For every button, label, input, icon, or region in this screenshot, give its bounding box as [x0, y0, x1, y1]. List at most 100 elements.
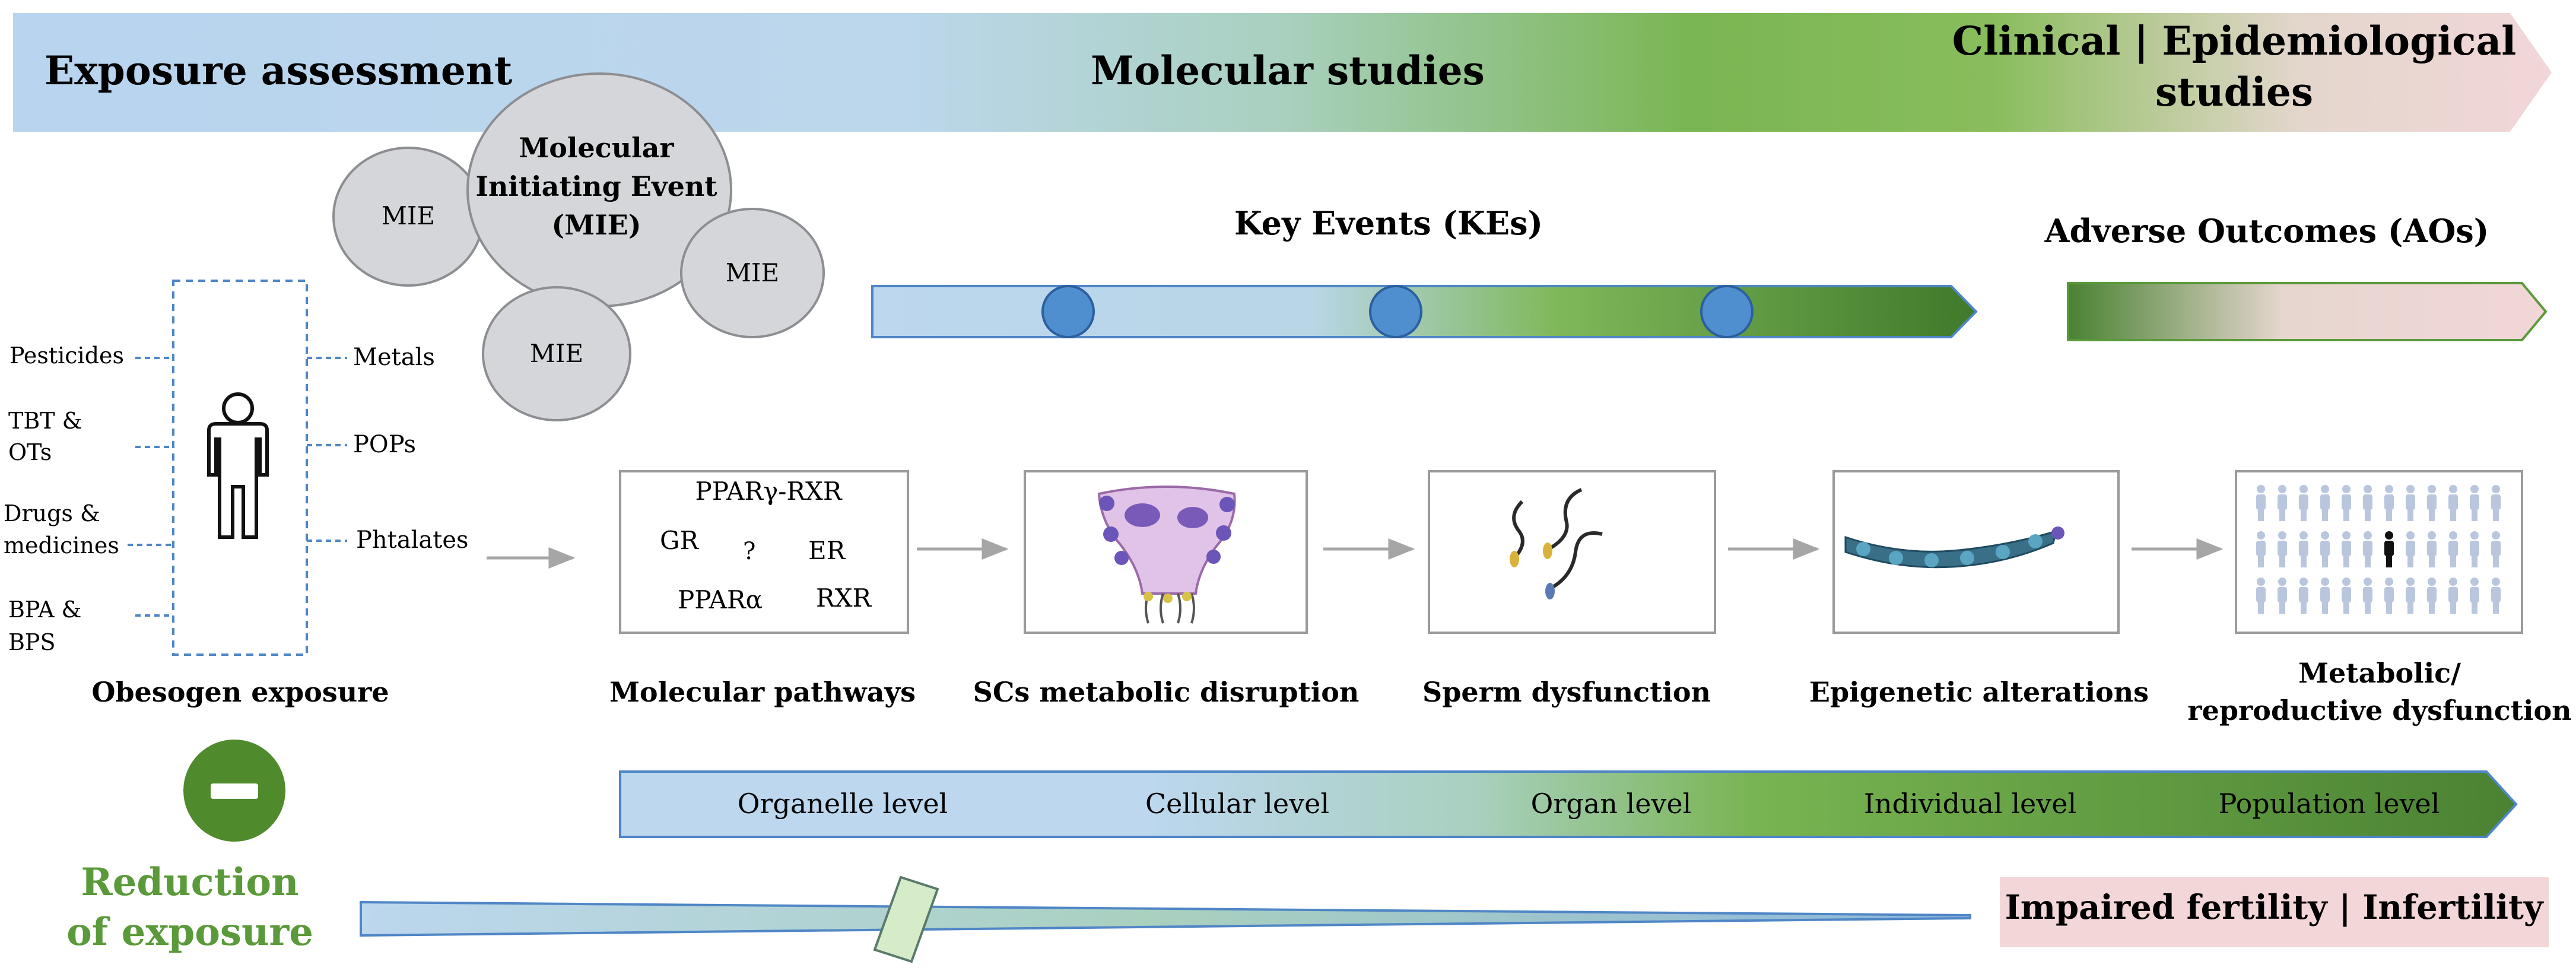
epigenetic-caption: Epigenetic alterations — [1809, 676, 2149, 708]
person-silhouette-icon — [2384, 578, 2394, 614]
person-silhouette-icon — [2342, 578, 2351, 614]
obesogen-bps: BPS — [8, 629, 56, 655]
person-silhouette-icon — [2427, 531, 2437, 567]
obesogen-ots: OTs — [8, 439, 52, 465]
person-silhouette-icon — [2470, 531, 2479, 567]
header-studies: studies — [2155, 69, 2313, 115]
wedge-break-marker — [873, 875, 939, 963]
person-silhouette-icon — [2320, 578, 2330, 614]
mie-small-circle-bottom — [482, 286, 631, 421]
person-silhouette-icon — [2448, 531, 2458, 567]
affected-person-icon — [2384, 531, 2394, 567]
person-silhouette-icon — [2406, 531, 2415, 567]
person-silhouette-icon — [2256, 485, 2266, 521]
chromatin-illustration — [1844, 526, 2064, 569]
obesogen-bpa: BPA & — [8, 597, 81, 623]
person-silhouette-icon — [2256, 531, 2266, 567]
person-silhouette-icon — [2363, 578, 2372, 614]
mie-small-circle-right — [680, 208, 825, 338]
outcome-text: Impaired fertility | Infertility — [2005, 888, 2544, 927]
person-silhouette-icon — [2406, 485, 2415, 521]
pathway-rxr: RXR — [816, 583, 872, 613]
obesogen-medicines: medicines — [4, 532, 119, 559]
obesogen-metals: Metals — [353, 344, 435, 371]
person-silhouette-icon — [2491, 578, 2501, 614]
sperm-illustration — [1512, 488, 1603, 589]
outcome-box — [2000, 877, 2549, 947]
minus-bar — [211, 783, 258, 799]
person-silhouette-icon — [2278, 485, 2287, 521]
obesogen-exposure-caption: Obesogen exposure — [91, 676, 389, 708]
molecular-pathways-caption: Molecular pathways — [609, 676, 916, 708]
obesogen-drugs: Drugs & — [4, 500, 100, 526]
person-silhouette-icon — [2342, 485, 2351, 521]
person-silhouette-icon — [2342, 531, 2351, 567]
sertoli-cell-illustration — [1097, 486, 1236, 624]
person-silhouette-icon — [2278, 531, 2287, 567]
obesogen-right-connectors — [307, 357, 347, 542]
person-silhouette-icon — [2320, 531, 2330, 567]
obesogen-pesticides: Pesticides — [9, 342, 124, 369]
adverse-outcomes-arrow — [2067, 282, 2548, 341]
reduction-wedge — [360, 900, 1971, 937]
header-molecular-studies: Molecular studies — [1091, 47, 1485, 94]
sertoli-caption: SCs metabolic disruption — [973, 676, 1360, 708]
pathway-gr: GR — [660, 526, 700, 555]
mie-main-line1: Molecular — [519, 132, 674, 164]
person-silhouette-icon — [2278, 578, 2287, 614]
metabolic-caption-line1: Metabolic/ — [2298, 657, 2461, 689]
obesogen-box — [172, 280, 308, 656]
pathway-ppargamma-rxr: PPARγ-RXR — [695, 477, 842, 506]
person-silhouette-icon — [2363, 485, 2372, 521]
level-organ: Organ level — [1531, 788, 1692, 820]
key-events-title: Key Events (KEs) — [1234, 204, 1543, 242]
person-silhouette-icon — [2299, 531, 2308, 567]
flow-arrows — [487, 538, 2224, 569]
person-silhouette-icon — [2427, 578, 2437, 614]
population-people-grid — [2256, 485, 2501, 614]
level-organelle: Organelle level — [738, 788, 948, 820]
person-silhouette-icon — [2406, 578, 2415, 614]
mie-label-left: MIE — [382, 201, 435, 230]
mie-main-line3: (MIE) — [551, 209, 641, 241]
person-silhouette-icon — [2491, 531, 2501, 567]
key-event-marker-1 — [1041, 285, 1095, 338]
pathway-pparalpha: PPARα — [678, 585, 763, 614]
person-silhouette-icon — [2256, 578, 2266, 614]
metabolic-caption-line2: reproductive dysfunction — [2187, 694, 2571, 726]
mie-label-right: MIE — [726, 258, 779, 287]
mie-main-line2: Initiating Event — [475, 170, 717, 202]
sperm-caption: Sperm dysfunction — [1422, 676, 1711, 708]
header-exposure-assessment: Exposure assessment — [45, 47, 513, 94]
person-silhouette-icon — [2363, 531, 2372, 567]
person-icon — [207, 392, 269, 539]
key-event-marker-3 — [1700, 285, 1754, 338]
person-silhouette-icon — [2448, 485, 2458, 521]
reduction-line1: Reduction — [81, 860, 298, 905]
level-population: Population level — [2219, 788, 2440, 820]
person-silhouette-icon — [2470, 485, 2479, 521]
obesogen-phtalates: Phtalates — [356, 526, 469, 554]
obesogen-tbt: TBT & — [8, 408, 82, 434]
person-silhouette-icon — [2299, 578, 2308, 614]
person-silhouette-icon — [2427, 485, 2437, 521]
header-clinical-epidemiological: Clinical | Epidemiological — [1952, 18, 2517, 64]
person-silhouette-icon — [2448, 578, 2458, 614]
pathway-er: ER — [808, 536, 846, 565]
mie-label-bottom: MIE — [530, 339, 583, 368]
pathway-unknown: ? — [743, 538, 755, 565]
sperm-heads — [1510, 542, 1555, 599]
person-silhouette-icon — [2384, 485, 2394, 521]
person-silhouette-icon — [2320, 485, 2330, 521]
obesogen-left-connectors — [128, 357, 173, 617]
level-cellular: Cellular level — [1145, 788, 1329, 820]
person-silhouette-icon — [2470, 578, 2479, 614]
adverse-outcomes-title: Adverse Outcomes (AOs) — [2044, 212, 2489, 250]
molecular-pathways-box — [619, 470, 909, 634]
level-individual: Individual level — [1864, 788, 2076, 820]
reduction-line2: of exposure — [66, 910, 313, 954]
key-events-arrow — [871, 285, 1978, 338]
person-silhouette-icon — [2491, 485, 2501, 521]
biological-level-arrow — [619, 770, 2518, 838]
